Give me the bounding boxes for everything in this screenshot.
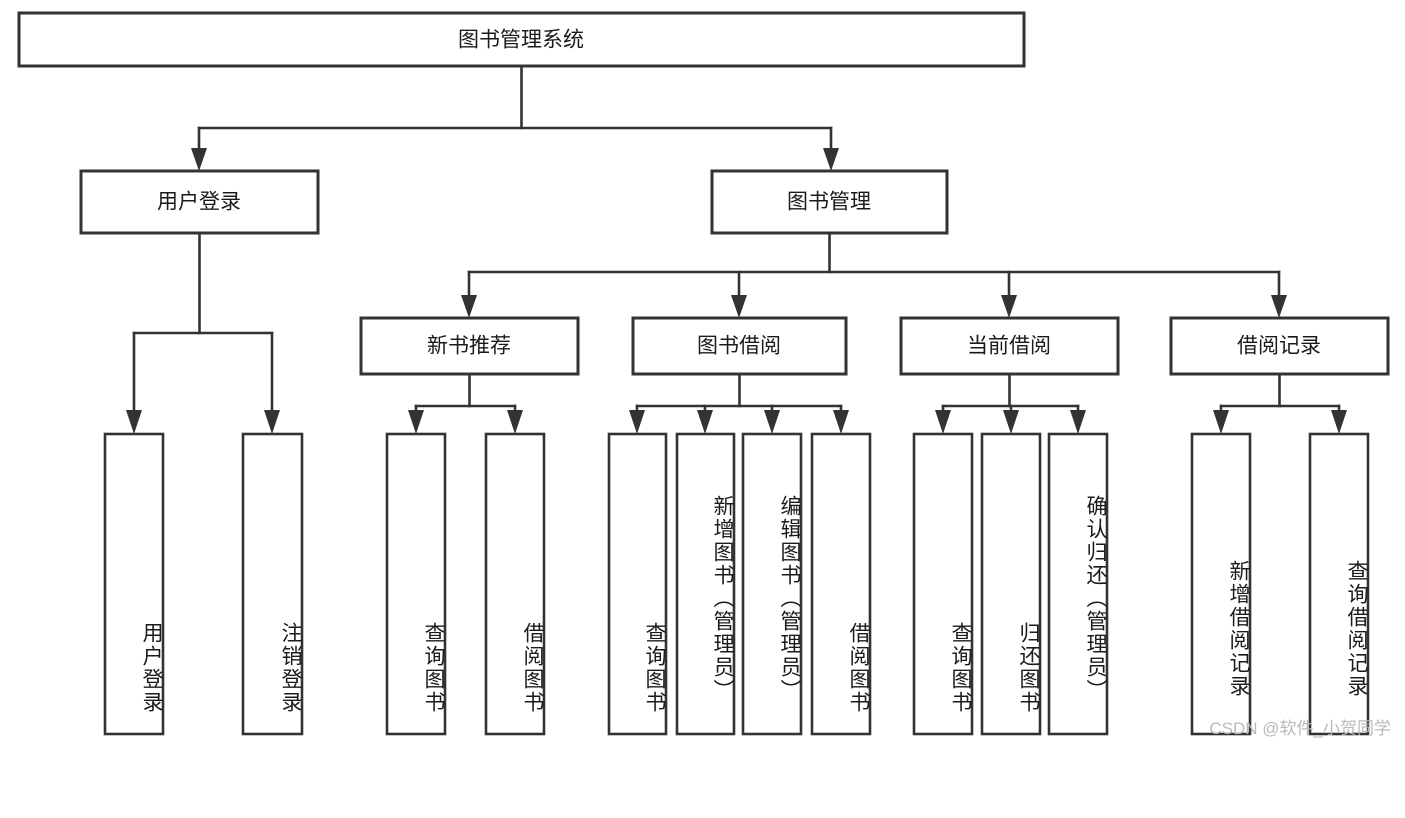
arrowhead-new-book-recommend	[461, 295, 477, 318]
arrowhead-leaf-confirm-return	[1070, 410, 1086, 434]
node-user-login-label: 用户登录	[157, 191, 241, 214]
leaf-add-borrow-record-box[interactable]	[1190, 432, 1252, 736]
leaf-query-book-current-box[interactable]	[912, 432, 974, 736]
arrowhead-leaf-return-book	[1003, 410, 1019, 434]
arrowhead-leaf-borrow-book	[833, 410, 849, 434]
node-user-login[interactable]: 用户登录	[79, 169, 320, 235]
node-user-login-box[interactable]	[79, 169, 320, 235]
node-current-borrow-label: 当前借阅	[967, 335, 1051, 358]
leaf-edit-book-box[interactable]	[741, 432, 803, 736]
arrowhead-leaf-edit-book	[764, 410, 780, 434]
leaf-user-login-box[interactable]	[103, 432, 165, 736]
leaf-add-book-box[interactable]	[675, 432, 736, 736]
arrowhead-leaf-user-login	[126, 410, 142, 434]
arrowhead-book-borrow	[731, 295, 747, 318]
node-book-management-box[interactable]	[710, 169, 949, 235]
leaf-borrow-book-box[interactable]	[810, 432, 872, 736]
node-book-borrow-label: 图书借阅	[697, 335, 781, 358]
csdn-watermark: CSDN @软件_小贺同学	[1209, 719, 1391, 738]
leaf-query-borrow-record-box[interactable]	[1308, 432, 1370, 736]
node-root-label: 图书管理系统	[458, 29, 584, 52]
node-current-borrow[interactable]: 当前借阅	[899, 316, 1120, 376]
arrowhead-leaf-query-book-current	[935, 410, 951, 434]
node-new-book-recommend-box[interactable]	[359, 316, 580, 376]
arrowhead-leaf-query-book-borrow	[629, 410, 645, 434]
arrowhead-leaf-logout	[264, 410, 280, 434]
node-borrow-record-box[interactable]	[1169, 316, 1390, 376]
connectors-group	[126, 64, 1347, 434]
leaf-return-book-box[interactable]	[980, 432, 1042, 736]
node-book-management[interactable]: 图书管理	[710, 169, 949, 235]
arrowhead-leaf-add-book	[697, 410, 713, 434]
diagram-canvas: 图书管理系统 用户登录 图书管理 新书推荐 图书借阅 当前借阅 借阅记录	[17, 11, 1391, 738]
leaf-query-book-borrow-box[interactable]	[607, 432, 668, 736]
arrowhead-current-borrow	[1001, 295, 1017, 318]
arrowhead-leaf-query-book-recommend	[408, 410, 424, 434]
node-borrow-record-label: 借阅记录	[1237, 335, 1321, 358]
arrowhead-user-login	[191, 148, 207, 171]
leaf-boxes-group	[103, 432, 1370, 736]
node-new-book-recommend-label: 新书推荐	[427, 335, 511, 358]
leaf-borrow-book-recommend-box[interactable]	[484, 432, 546, 736]
node-borrow-record[interactable]: 借阅记录	[1169, 316, 1390, 376]
node-book-management-label: 图书管理	[787, 191, 871, 214]
arrowhead-book-management	[823, 148, 839, 171]
node-new-book-recommend[interactable]: 新书推荐	[359, 316, 580, 376]
leaf-query-book-recommend-box[interactable]	[385, 432, 447, 736]
node-root-box[interactable]	[17, 11, 1026, 68]
node-current-borrow-box[interactable]	[899, 316, 1120, 376]
leaf-logout-box[interactable]	[241, 432, 304, 736]
arrowhead-leaf-borrow-book-recommend	[507, 410, 523, 434]
arrowhead-leaf-query-borrow-record	[1331, 410, 1347, 434]
node-book-borrow[interactable]: 图书借阅	[631, 316, 848, 376]
leaf-confirm-return-box[interactable]	[1047, 432, 1109, 736]
node-root[interactable]: 图书管理系统	[17, 11, 1026, 68]
hierarchy-diagram-svg: 图书管理系统 用户登录 图书管理 新书推荐 图书借阅 当前借阅 借阅记录	[17, 11, 1390, 736]
arrowhead-borrow-record	[1271, 295, 1287, 318]
arrowhead-leaf-add-borrow-record	[1213, 410, 1229, 434]
node-book-borrow-box[interactable]	[631, 316, 848, 376]
